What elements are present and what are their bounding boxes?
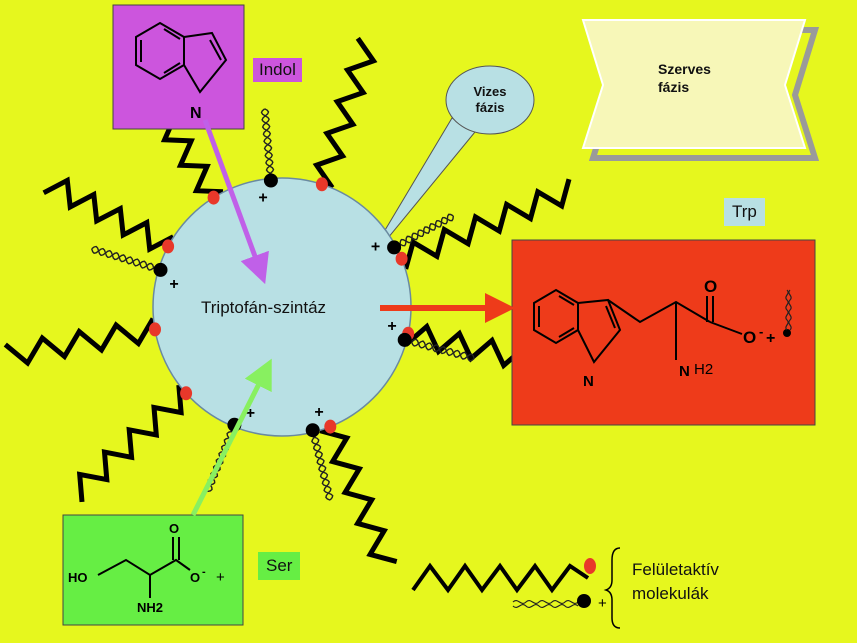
cationic-head-5 (305, 423, 320, 438)
cationic-plus-5: + (314, 404, 323, 421)
ser-structure-box (62, 514, 244, 626)
anionic-head-6 (324, 419, 337, 434)
surfactant-tail-5 (76, 384, 184, 503)
cationic-head-0 (263, 173, 278, 188)
trp-label: Trp (724, 198, 765, 226)
anionic-head-1 (315, 177, 328, 192)
anionic-head-7 (162, 239, 175, 254)
legend-plus-sign: + (598, 595, 607, 612)
cationic-plus-signs: + + + + + + (169, 190, 396, 423)
cationic-tail-1-1 (393, 215, 454, 248)
surfactant-tail-4 (3, 317, 156, 367)
ser-plus-sign: + (216, 569, 225, 586)
surfactant-head-groups (149, 173, 415, 438)
organic-phase-line2: fázis (658, 79, 690, 95)
enzyme-label: Triptofán-szintáz (201, 298, 327, 317)
indol-n-atom: N (190, 105, 202, 122)
anionic-head-2 (395, 251, 408, 266)
anionic-head-0 (207, 190, 220, 205)
cationic-plus-0: + (258, 190, 267, 207)
cationic-tail-5-1 (311, 429, 332, 501)
cationic-plus-3: + (387, 318, 396, 335)
ser-o-minus: O (190, 570, 200, 585)
indol-structure (135, 21, 228, 94)
ser-ho: HO (68, 570, 88, 585)
legend-line2: molekulák (632, 584, 709, 603)
trp-o-minus: O (743, 328, 756, 347)
cationic-plus-1: + (371, 238, 380, 255)
arrow-ser-to-enzyme (190, 358, 272, 517)
legend-surfactants (411, 547, 621, 629)
cationic-tail-2-1 (91, 245, 161, 273)
legend-label: Felületaktív molekulák (632, 558, 719, 606)
trp-plus-sign: + (766, 330, 775, 347)
aqueous-phase-line2: fázis (475, 100, 505, 115)
cationic-head-3 (397, 332, 412, 347)
cationic-tail-3-1 (404, 336, 475, 362)
aqueous-phase-label: Vizes fázis (452, 84, 528, 116)
anionic-head-5 (180, 386, 193, 401)
surfactant-tail-1 (312, 36, 378, 190)
surfactant-tail-7 (42, 176, 175, 254)
trp-n-ring: N (583, 373, 594, 390)
legend-line1: Felületaktív (632, 560, 719, 579)
trp-minus-sign: - (759, 324, 763, 339)
cationic-head-2 (153, 262, 168, 277)
trp-structure (533, 288, 743, 364)
indol-structure-box (112, 4, 245, 130)
organic-phase-line1: Szerves (658, 61, 711, 77)
organic-phase-label: Szerves fázis (658, 60, 711, 96)
cationic-plus-4: + (246, 405, 255, 422)
indol-label: Indol (253, 58, 302, 82)
ser-minus-sign: - (202, 566, 206, 578)
ser-structure (97, 537, 191, 598)
trp-counterion-head (783, 329, 791, 337)
ser-nh2: NH2 (137, 600, 163, 615)
cationic-head-1 (387, 240, 402, 255)
ser-label: Ser (258, 552, 301, 580)
cationic-plus-2: + (169, 276, 178, 293)
anionic-head-4 (149, 322, 161, 337)
ser-o-carbonyl: O (169, 521, 179, 536)
trp-structure-box (511, 239, 816, 426)
surfactant-tail-2 (403, 178, 572, 270)
surfactant-tail-6 (319, 428, 398, 565)
trp-nh-atom: N (679, 363, 690, 380)
trp-counterion-tail (785, 289, 792, 331)
organic-phase-banner (581, 19, 820, 161)
arrow-indol-to-enzyme (202, 119, 269, 285)
aqueous-phase-line1: Vizes (473, 84, 507, 99)
trp-o-carbonyl: O (704, 277, 717, 296)
cationic-tail-0-1 (261, 108, 275, 182)
trp-h2: H2 (694, 361, 713, 378)
